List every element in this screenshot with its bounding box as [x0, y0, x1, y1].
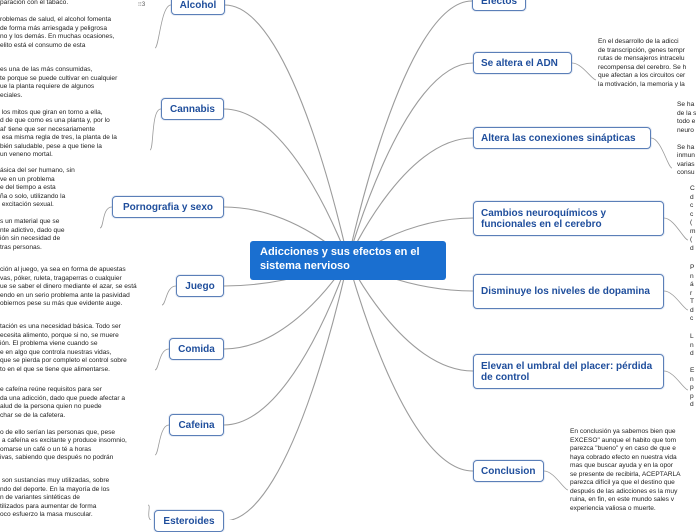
note-bracket-left-4: [154, 348, 170, 371]
note-bracket-right-1: [650, 137, 673, 169]
note-bracket-right-0: [571, 62, 597, 81]
note-bracket-right-5: [543, 470, 569, 491]
note-cafeina: e cafeína reúne requisitos para ser da u…: [0, 386, 127, 461]
central-topic[interactable]: Adicciones y sus efectos en el sistema n…: [250, 241, 446, 280]
topic-pornografia-y-sexo[interactable]: Pornografia y sexo: [112, 196, 224, 218]
note-juego: ción al juego, ya sea en forma de apuest…: [0, 266, 137, 307]
topic-alcohol[interactable]: Alcohol: [171, 0, 225, 15]
topic-efectos[interactable]: Efectos: [472, 0, 526, 11]
note-bracket-left-6: [147, 504, 152, 520]
connector-left-0: [224, 4, 349, 261]
topic-comida[interactable]: Comida: [169, 338, 224, 360]
topic-se-altera-el-adn[interactable]: Se altera el ADN: [473, 52, 572, 74]
topic-cafeina[interactable]: Cafeina: [169, 414, 224, 436]
note-bracket-left-5: [154, 424, 170, 456]
note-esteroides: son sustancias muy utilizadas, sobre ndo…: [0, 477, 110, 518]
note-bracket-left-0: [154, 4, 172, 49]
note-bracket-left-3: [161, 285, 177, 306]
note-bracket-left-1: [149, 108, 162, 151]
note-comida: tación es una necesidad básica. Todo ser…: [0, 323, 127, 373]
note-umbral-del-placer: L n d E n p p d: [690, 333, 695, 408]
connector-right-0: [347, 0, 473, 261]
note-bracket-left-2: [99, 206, 113, 229]
topic-conclusion[interactable]: Conclusion: [473, 460, 544, 482]
topic-umbral-del-placer[interactable]: Elevan el umbral del placer: pérdida de …: [473, 354, 664, 389]
note-alcohol: paración con el tabaco. roblemas de salu…: [0, 0, 115, 49]
note-bracket-right-4: [663, 370, 689, 391]
note-bracket-right-3: [663, 290, 689, 311]
topic-cambios-neuroquimicos[interactable]: Cambios neuroquímicos y funcionales en e…: [473, 201, 664, 236]
note-se-altera-el-adn: En el desarrollo de la adicci de transcr…: [598, 38, 687, 88]
note-cambios-neuroquimicos: C d c c ( m ( d: [690, 185, 696, 252]
connector-left-6: [226, 259, 349, 520]
topic-esteroides[interactable]: Esteroides: [154, 510, 224, 532]
topic-disminuye-dopamina[interactable]: Disminuye los niveles de dopamina: [473, 274, 664, 309]
note-cannabis: es una de las más consumidas, te porque …: [0, 66, 118, 158]
topic-altera-conexiones-sinapticas[interactable]: Altera las conexiones sinápticas: [473, 127, 651, 149]
note-altera-conexiones-sinapticas: Se ha de la s todo e neuro Se ha inmun v…: [677, 101, 696, 176]
note-pornografia-y-sexo: ásica del ser humano, sin ve en un probl…: [0, 167, 75, 251]
topic-juego[interactable]: Juego: [176, 275, 224, 297]
topic-cannabis[interactable]: Cannabis: [161, 98, 224, 120]
note-conclusion: En conclusión ya sabemos bien que EXCESO…: [570, 428, 681, 512]
connector-right-1: [347, 62, 474, 261]
note-bracket-right-2: [663, 217, 689, 241]
note-disminuye-dopamina: P n á r T d c: [690, 264, 695, 322]
note-marker-icon: ⁝⁝3: [138, 2, 146, 8]
